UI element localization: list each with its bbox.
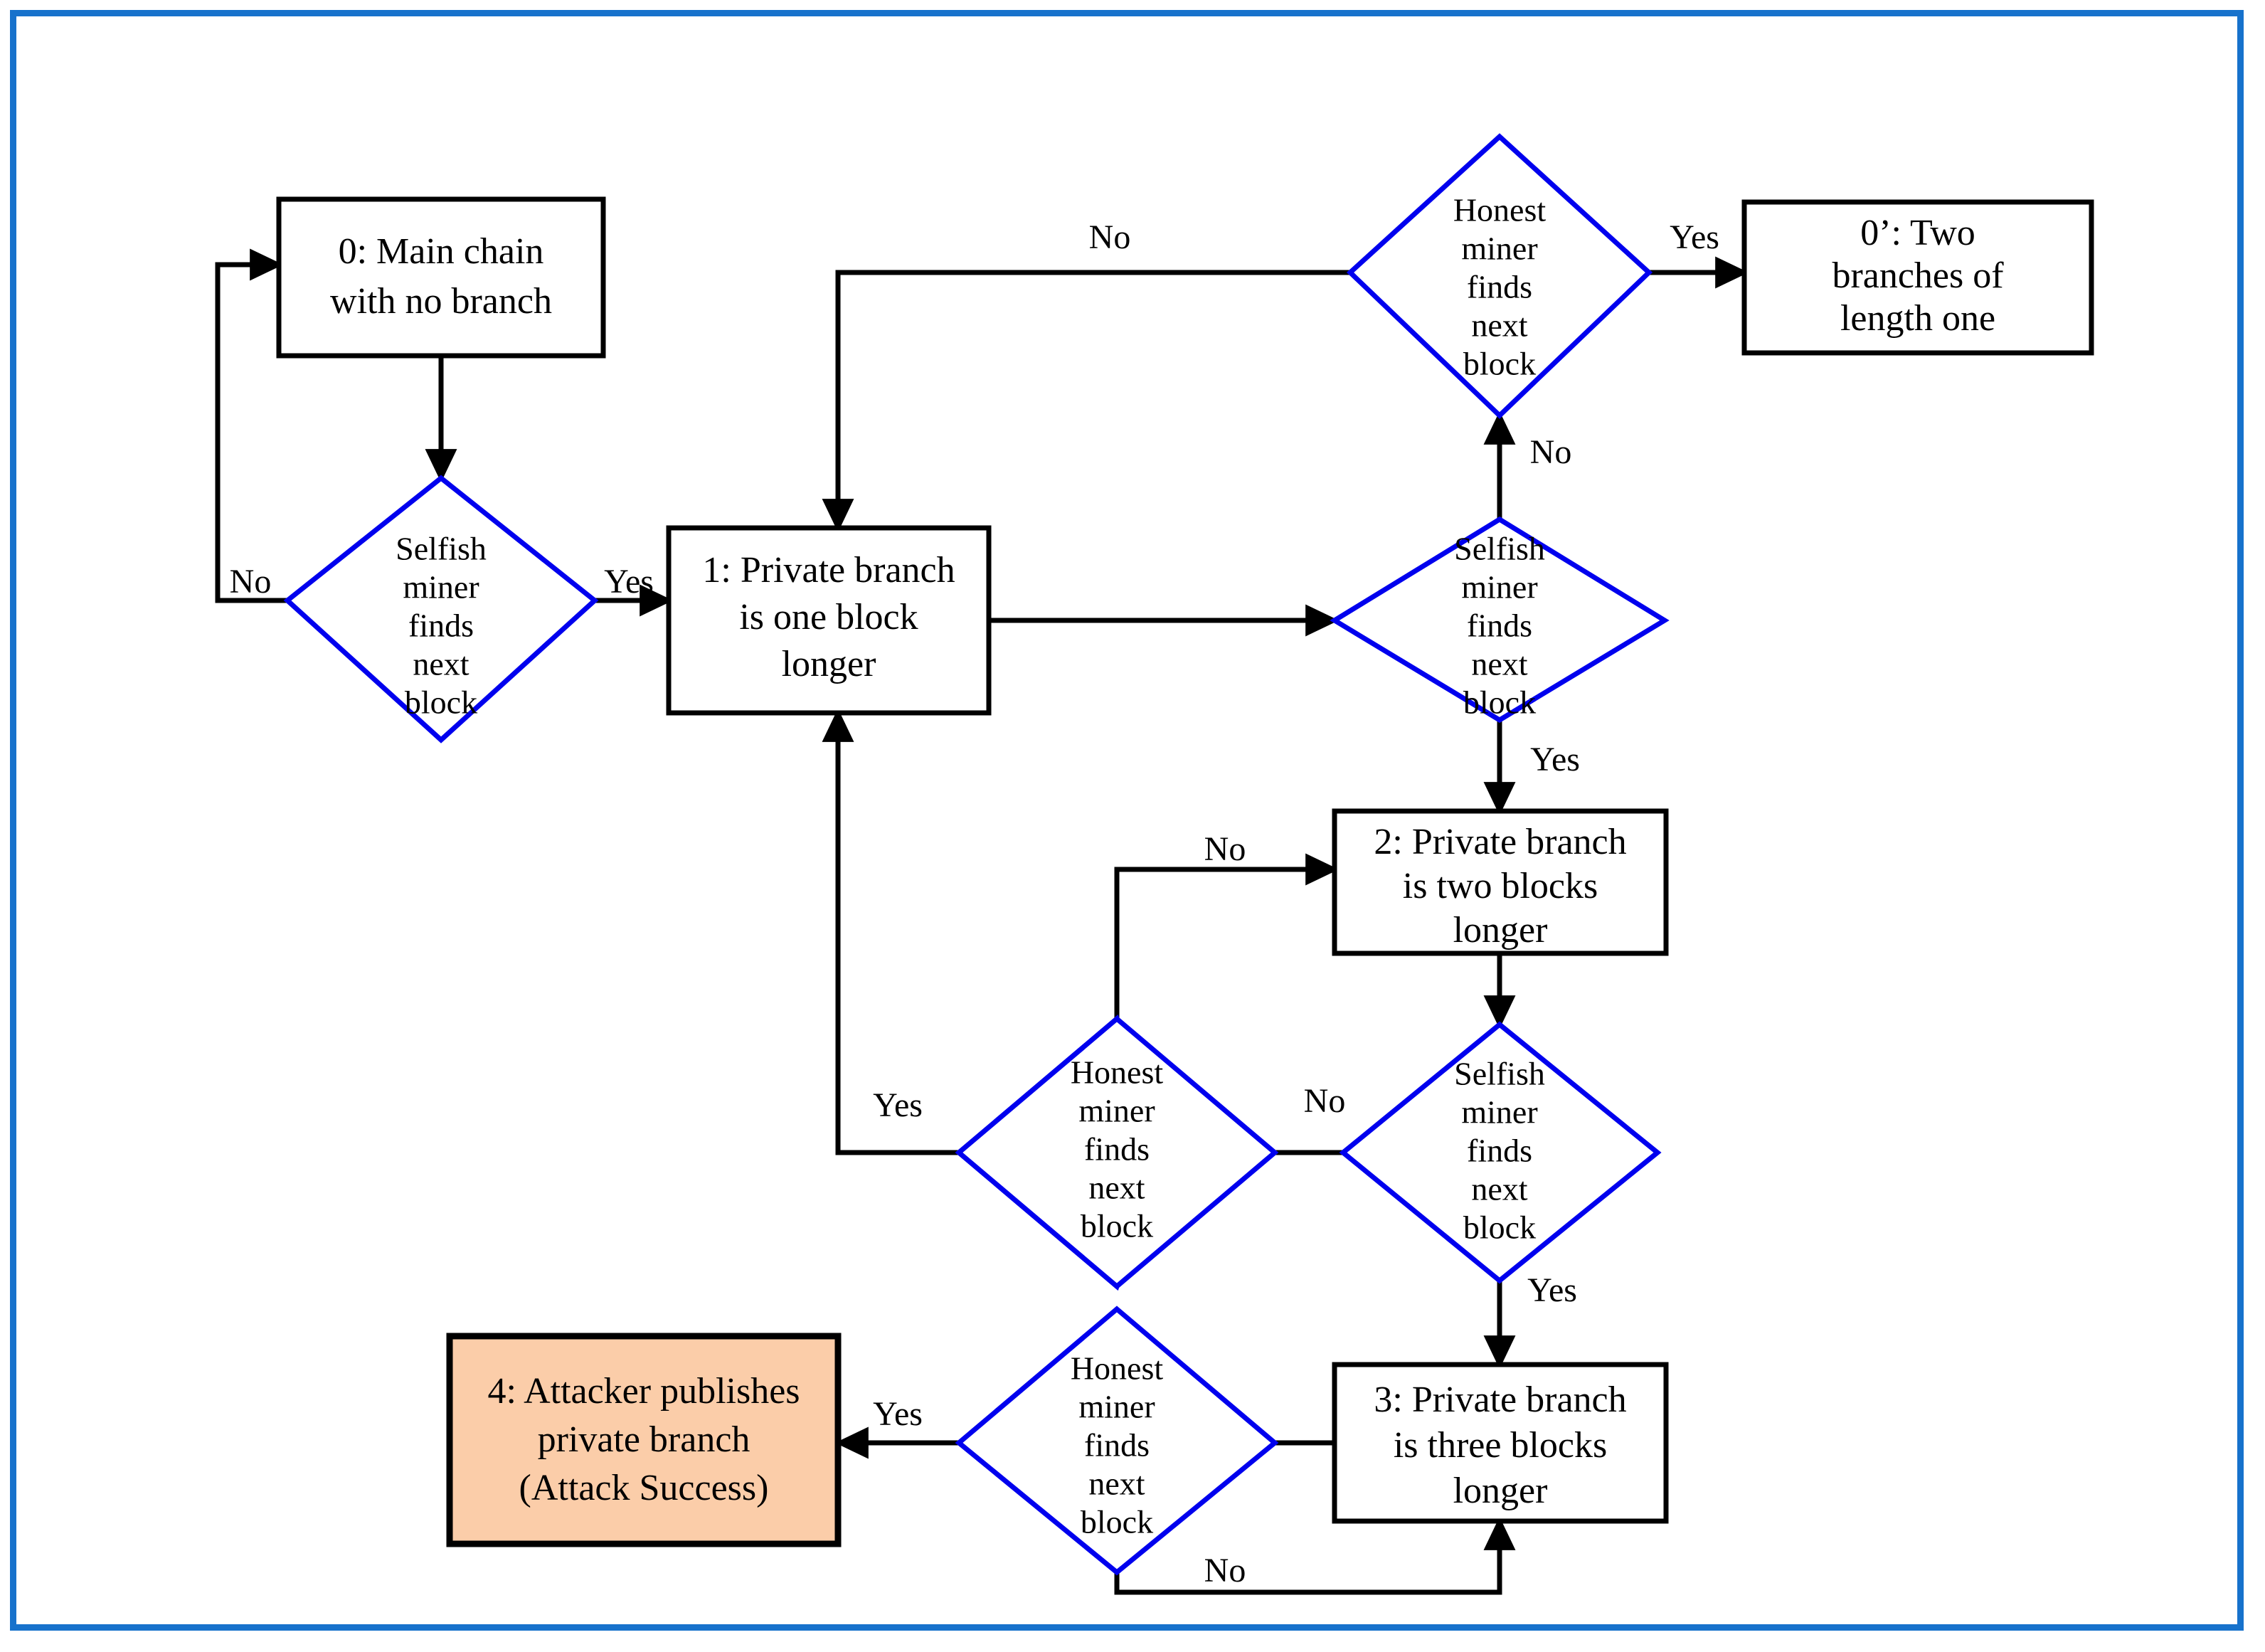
decision-selfish-c-line-3: next	[1471, 1171, 1527, 1207]
decision-selfish-a-line-3: next	[413, 646, 469, 682]
attack-success-badge: Attack Success	[531, 1468, 756, 1508]
edge-label-honest-mid-yes: Yes	[873, 1086, 923, 1124]
edge-honest-mid-yes-to-state1	[822, 708, 959, 1155]
edge-label-selfish-c-no: No	[1304, 1082, 1346, 1120]
node-state0p-line-1: branches of	[1832, 255, 2004, 296]
decision-honest-top-line-4: block	[1463, 346, 1536, 382]
node-state3-line-2: longer	[1453, 1471, 1548, 1511]
decision-honest-mid-line-1: miner	[1078, 1093, 1155, 1129]
decision-honest-top-line-3: next	[1471, 307, 1527, 344]
decision-selfish-b-line-0: Selfish	[1454, 531, 1545, 567]
node-state4-success-line: (Attack Success)	[519, 1468, 769, 1508]
edge-label-selfish-b-no: No	[1530, 433, 1572, 471]
node-state1[interactable]: 1: Private branch is one block longer	[666, 525, 992, 716]
decision-selfish-b-line-4: block	[1463, 684, 1536, 721]
decision-honest-bot-line-3: next	[1088, 1466, 1145, 1502]
node-state0[interactable]: 0: Main chain with no branch	[276, 196, 606, 359]
node-state2-line-0: 2: Private branch	[1374, 822, 1626, 862]
decision-selfish-a[interactable]: Selfish miner finds next block	[283, 475, 599, 743]
edge-honest-bot-no-to-state3	[1114, 1516, 1516, 1595]
node-state1-line-1: is one block	[739, 597, 918, 637]
decision-selfish-a-line-1: miner	[403, 569, 479, 605]
decision-honest-mid[interactable]: Honest miner finds next block	[955, 1014, 1279, 1291]
decision-honest-bot-line-2: finds	[1084, 1427, 1150, 1463]
decision-selfish-a-line-0: Selfish	[396, 531, 487, 567]
decision-honest-top-line-1: miner	[1461, 231, 1537, 267]
decision-selfish-a-line-2: finds	[408, 608, 474, 644]
edge-label-selfish-a-no: No	[230, 563, 272, 600]
edge-honest-top-no-to-state1	[822, 270, 1350, 533]
decision-honest-bot-line-4: block	[1081, 1504, 1153, 1540]
edge-label-honest-mid-no: No	[1204, 830, 1246, 868]
edge-label-selfish-b-yes: Yes	[1530, 741, 1580, 778]
edge-label-selfish-c-yes: Yes	[1527, 1271, 1577, 1309]
node-state1-line-0: 1: Private branch	[702, 550, 955, 591]
decision-selfish-c-line-2: finds	[1467, 1133, 1532, 1169]
decision-selfish-b-line-3: next	[1471, 646, 1527, 682]
node-state3-line-0: 3: Private branch	[1374, 1380, 1626, 1420]
decision-honest-mid-line-2: finds	[1084, 1131, 1150, 1167]
edge-label-honest-bot-yes: Yes	[873, 1395, 923, 1433]
paren-close: )	[756, 1468, 768, 1508]
decision-honest-top[interactable]: Honest miner finds next block	[1346, 133, 1653, 419]
node-state4-line-0: 4: Attacker publishes	[487, 1371, 800, 1412]
node-state4-line-1: private branch	[538, 1419, 750, 1460]
decision-honest-bot-line-0: Honest	[1071, 1350, 1164, 1387]
decision-selfish-c-line-4: block	[1463, 1209, 1536, 1246]
paren-open: (	[519, 1468, 531, 1508]
node-state2[interactable]: 2: Private branch is two blocks longer	[1332, 808, 1669, 956]
node-state0-line-1: with no branch	[330, 281, 552, 322]
decision-honest-mid-line-0: Honest	[1071, 1054, 1164, 1091]
node-state3[interactable]: 3: Private branch is three blocks longer	[1332, 1362, 1669, 1524]
node-state4-attack-success[interactable]: 4: Attacker publishes private branch (At…	[446, 1333, 842, 1547]
edge-label-honest-top-yes: Yes	[1670, 218, 1719, 256]
decision-honest-top-line-0: Honest	[1453, 192, 1547, 228]
decision-selfish-a-line-4: block	[405, 684, 477, 721]
node-state0p-line-0: 0’: Two	[1860, 213, 1975, 253]
node-state0-prime[interactable]: 0’: Two branches of length one	[1741, 199, 2094, 356]
node-state2-line-1: is two blocks	[1403, 866, 1598, 906]
decision-honest-bot[interactable]: Honest miner finds next block	[955, 1306, 1279, 1576]
edge-honest-mid-no-to-state2	[1114, 853, 1340, 1019]
decision-selfish-b-line-1: miner	[1461, 569, 1537, 605]
decision-selfish-c-line-0: Selfish	[1454, 1056, 1545, 1092]
decision-selfish-c[interactable]: Selfish miner finds next block	[1339, 1021, 1662, 1284]
node-state1-line-2: longer	[782, 644, 876, 684]
decision-selfish-c-line-1: miner	[1461, 1094, 1537, 1131]
decision-honest-top-line-2: finds	[1467, 269, 1532, 305]
node-state0-line-0: 0: Main chain	[339, 231, 544, 272]
edge-label-selfish-a-yes: Yes	[604, 563, 654, 600]
edge-label-honest-top-no: No	[1089, 218, 1131, 256]
decision-selfish-b-line-2: finds	[1467, 608, 1532, 644]
node-state0p-line-2: length one	[1840, 298, 1995, 339]
decision-honest-mid-line-3: next	[1088, 1170, 1145, 1206]
decision-selfish-b[interactable]: Selfish miner finds next block	[1330, 516, 1670, 724]
decision-honest-mid-line-4: block	[1081, 1208, 1153, 1244]
edge-label-honest-bot-no: No	[1204, 1552, 1246, 1589]
decision-honest-bot-line-1: miner	[1078, 1389, 1155, 1425]
edge-selfish-a-no-to-state0	[215, 248, 287, 603]
node-state3-line-1: is three blocks	[1394, 1425, 1607, 1466]
node-state2-line-2: longer	[1453, 910, 1548, 951]
